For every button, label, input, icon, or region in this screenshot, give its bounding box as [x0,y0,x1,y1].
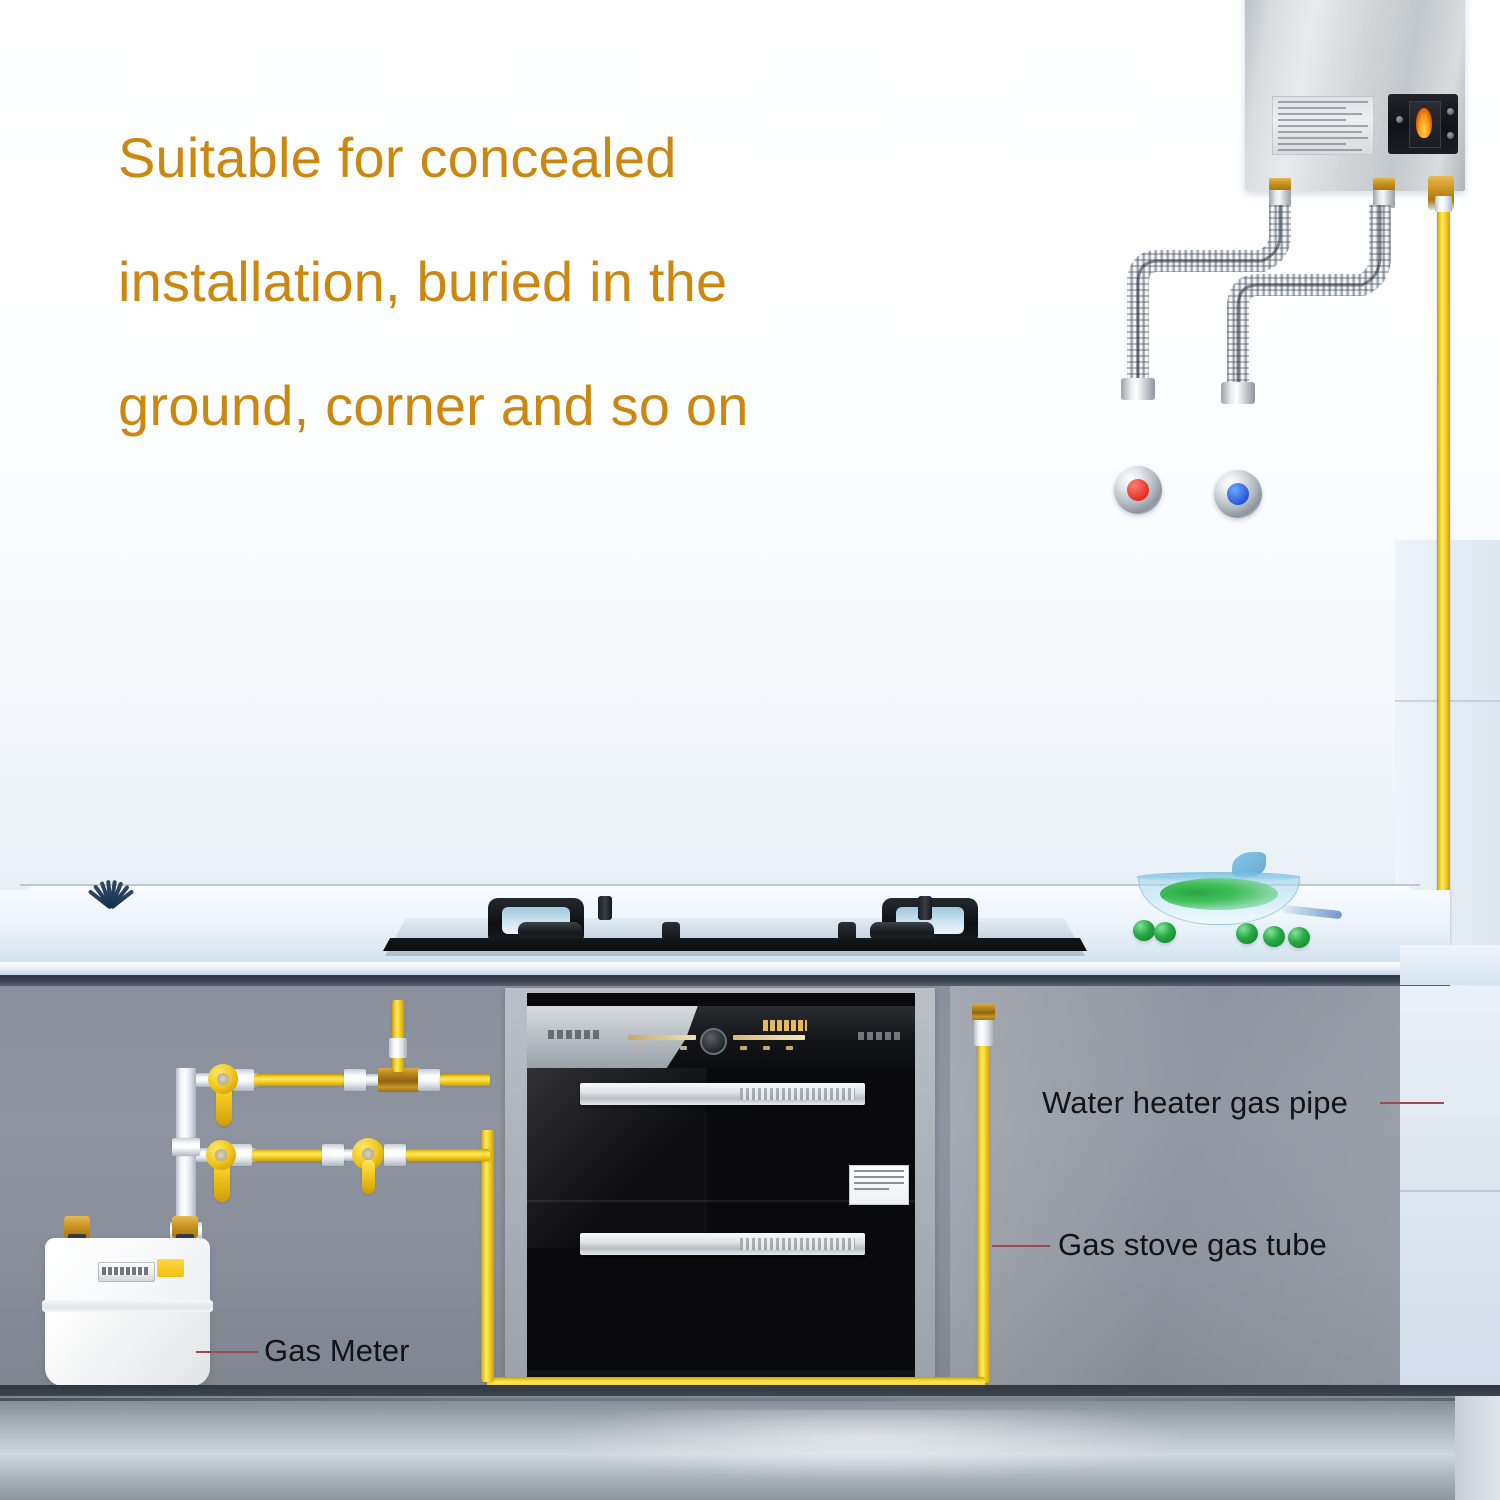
floor-top-line [0,1398,1500,1401]
disinfection-cabinet-handle-upper[interactable] [580,1083,865,1105]
burner-cap-right [870,922,934,942]
water-heater-port-cold [1373,178,1395,208]
callout-gas-meter: Gas Meter [264,1333,410,1368]
cabinet-right-panel [1400,986,1500,1390]
model-mark [858,1032,900,1040]
callout-water-heater-gas-pipe: Water heater gas pipe [1042,1085,1348,1120]
water-heater-rating-label [1272,96,1374,155]
gas-stove-tube-collar [974,1016,993,1046]
coupling-u2 [344,1069,366,1091]
control-dot-r2[interactable] [763,1046,770,1050]
manifold-lower-yellow-2 [406,1149,490,1161]
apple-2 [1154,922,1176,943]
gas-meter-band [42,1300,213,1312]
countertop-right-return [1400,945,1500,985]
cabinet-right-seam [1400,1190,1500,1192]
control-dot-l1[interactable] [636,1046,643,1050]
gas-meter-inlet-right [172,1216,198,1246]
apple-4 [1263,926,1285,947]
fan-ornament [87,878,135,910]
cabinet-sheen [950,986,1470,1390]
disinfection-cabinet-handle-lower[interactable] [580,1233,865,1255]
water-heater-knob-left[interactable] [1396,116,1403,123]
gas-stove-gas-tube [977,1043,990,1383]
control-dot-r3[interactable] [786,1046,793,1050]
coupling-u3 [418,1069,440,1091]
cooktop-front-edge [383,938,1087,951]
coupling-l1 [230,1144,252,1166]
meter-riser-coupling [172,1138,200,1156]
hose-nut-cold [1221,382,1255,404]
meter-riser-elbow-top [176,1068,196,1086]
valve-hub-lower[interactable] [206,1140,236,1170]
fruit-bowl-rim [1136,872,1300,882]
control-dot-l3[interactable] [680,1046,687,1050]
flex-hose-group [1127,205,1391,398]
water-heater-port-hot [1269,178,1291,208]
gas-meter-inlet-left [64,1216,90,1246]
burner-igniter-left [598,896,612,920]
headline-text: Suitable for concealed installation, bur… [118,96,1018,468]
headline-line-3: ground, corner and so on [118,374,749,437]
countertop-front-edge [0,962,1450,975]
valve-hub-upper[interactable] [208,1064,238,1094]
manifold-upper-white-1 [366,1074,380,1086]
apple-5 [1288,927,1310,948]
gas-meter-yellow-tag [157,1259,184,1277]
fruit-bowl-contents [1160,878,1278,910]
manifold-lower-yellow-1 [252,1149,330,1161]
manifold-upper-riser [392,1000,404,1072]
burner-igniter-right [918,896,932,920]
manifold-upper-yellow-1 [254,1074,344,1086]
hose-cap-cold [1214,470,1262,518]
control-knob[interactable] [700,1028,727,1055]
manifold-upper-yellow-2 [440,1074,490,1086]
disinfection-cabinet-label [849,1165,909,1205]
brass-fitting-upper [378,1068,420,1092]
floor-right-return [1455,1396,1500,1500]
leader-water-heater-gas-pipe [1380,1102,1444,1104]
apple-3 [1236,923,1258,944]
gas-stove-tube-riser [481,1130,494,1382]
leader-gas-stove-gas-tube [992,1245,1050,1247]
disinfection-cabinet-door-split [527,1200,915,1202]
water-heater-knob-right-top[interactable] [1447,108,1454,115]
valve-lever-lower-right[interactable] [362,1160,375,1194]
water-heater-knob-right-bottom[interactable] [1447,132,1454,139]
control-dot-r1[interactable] [740,1046,747,1050]
callout-gas-stove-gas-tube: Gas stove gas tube [1058,1227,1327,1262]
headline-line-1: Suitable for concealed [118,126,677,189]
countertop-backline [20,884,1420,886]
countertop-shadow [0,975,1450,986]
flame-icon [1416,108,1432,138]
burner-cap-left [518,922,582,942]
display-word [763,1020,807,1031]
gas-stove-tube-brass-fitting [972,1004,995,1020]
headline-line-2: installation, buried in the [118,250,728,313]
manifold-upper-riser-collar [389,1038,407,1058]
brand-mark [548,1030,600,1039]
gas-pipe-top-coupling [1435,196,1452,212]
control-strip-left[interactable] [628,1035,696,1040]
hose-nut-hot [1121,378,1155,400]
leader-gas-meter [196,1351,258,1353]
gas-meter-digits [102,1267,148,1275]
meter-riser-pipe [176,1076,196,1236]
control-strip-right[interactable] [733,1035,805,1040]
coupling-l2 [322,1144,344,1166]
floor-highlight [560,1410,1180,1480]
hose-cap-hot [1114,466,1162,514]
control-dot-l2[interactable] [658,1046,665,1050]
apple-1 [1133,920,1155,941]
coupling-l3 [384,1144,406,1166]
